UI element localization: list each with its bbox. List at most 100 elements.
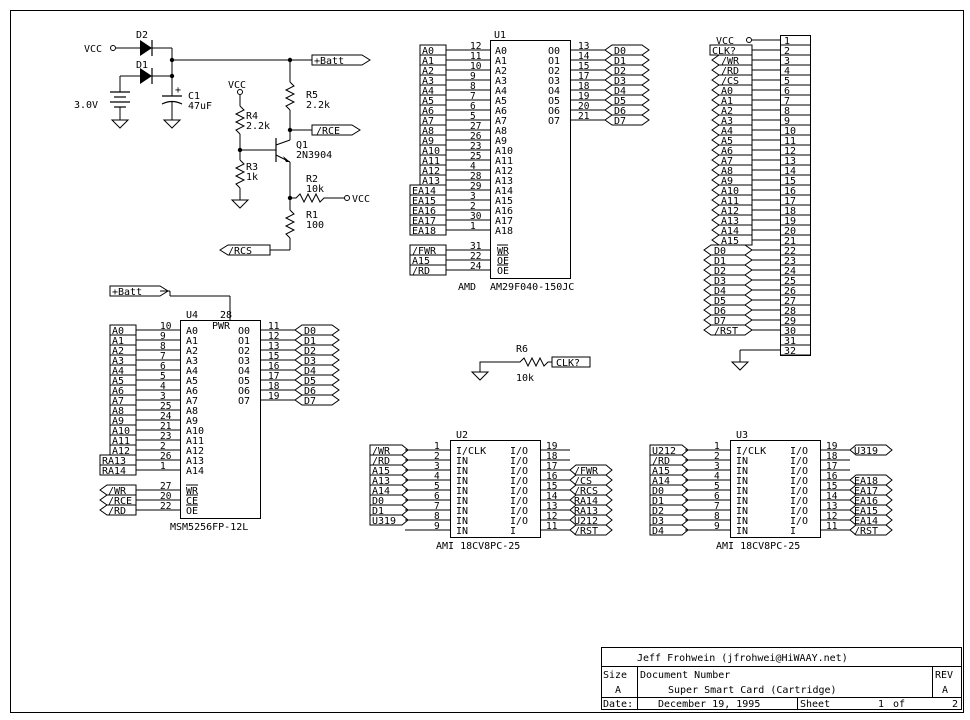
cartridge-connector: 1VCC2CLK?3/WR4/RD5/CS6A07A18A29A310A411A…: [703, 35, 811, 371]
u1-ctrl-name-0: WR: [497, 246, 510, 257]
u1-data-D7-flag: [604, 114, 650, 126]
r3-ref: R3: [246, 162, 258, 173]
conn-net-/WR: /WR: [721, 56, 740, 67]
u1-ctrl-pin-2: 24: [470, 261, 482, 272]
conn-net-A8-flag: [711, 164, 753, 176]
u1-net-A2: A2: [422, 66, 434, 77]
u3-net-left-2: A15: [652, 466, 670, 477]
conn-net-D3-flag: [703, 274, 753, 286]
u4-pin-left-14: 1: [160, 461, 166, 472]
u1-data-D5: D5: [614, 96, 626, 107]
u3-pin-left-2: 2: [714, 451, 720, 462]
u4-pin-left-9: 24: [160, 411, 172, 422]
u4-pin-left-1: 9: [160, 331, 166, 342]
u2-pin-right-17: 17: [546, 461, 557, 472]
conn-pin-19: 19: [784, 216, 796, 227]
u3-net-0-flag: [649, 444, 689, 456]
u1-pinname-right-6: O6: [548, 106, 560, 117]
u3-net-left-6: D2: [652, 506, 664, 517]
u1-pinname-right-4: O4: [548, 86, 560, 97]
r4-ref: R4: [246, 111, 258, 122]
u3-pinname-right-4: I/O: [790, 486, 808, 497]
u4-pin-right-1: 12: [268, 331, 279, 342]
u2-pin-left-5: 5: [434, 481, 440, 492]
title-sheet-value: 1: [878, 699, 884, 710]
u4-pin-right-3: 15: [268, 351, 279, 362]
u1-pinname-left-8: A8: [495, 126, 507, 137]
u3-pin-left-7: 7: [714, 501, 720, 512]
capacitor-c1: [161, 76, 183, 129]
u4-net-A3: A3: [112, 356, 124, 367]
u1-data-D0-flag: [604, 44, 650, 56]
u1-pin-left-0: 12: [470, 41, 481, 52]
u4-data-D4-flag: [294, 364, 340, 376]
u3-net-right-0: U319: [854, 446, 878, 457]
conn-net-D6-flag: [703, 304, 753, 316]
conn-pin-23: 23: [784, 256, 796, 267]
u1-data-D4: D4: [614, 86, 626, 97]
u1-pin-right-4: 18: [578, 81, 590, 92]
u4-data-D3-flag: [294, 354, 340, 366]
u4-net-A10: A10: [112, 426, 130, 437]
r5-value: 2.2k: [306, 100, 330, 111]
u2-net-2-flag: [369, 464, 409, 476]
u2-net-6-flag: [369, 504, 409, 516]
u4-net-RA14-box: [99, 464, 137, 476]
u4-data-D7-flag: [294, 394, 340, 406]
u1-pin-left-16: 2: [470, 201, 476, 212]
conn-net-A11: A11: [721, 196, 739, 207]
u2-net-left-3: A13: [372, 476, 390, 487]
u1-ctrl-name-2: OE: [497, 266, 509, 277]
u2-part: AMI 18CV8PC-25: [436, 541, 520, 552]
u3-net-right-6: EA15: [854, 506, 878, 517]
conn-pin-29: 29: [784, 316, 796, 327]
u4-data-D5-flag: [294, 374, 340, 386]
u3-pinname-right-3: I/O: [790, 476, 808, 487]
u3-pinname-left-4: IN: [736, 486, 748, 497]
u3-net-left-4: D0: [652, 486, 664, 497]
svg-text:/RCE: /RCE: [316, 126, 340, 137]
u3-pin-left-4: 4: [714, 471, 720, 482]
u3-net-left-0: U212: [652, 446, 676, 457]
u3-net-5-flag: [649, 494, 689, 506]
u4-pin-left-5: 5: [160, 371, 166, 382]
conn-net-A2-flag: [711, 104, 753, 116]
title-rev-label: REV: [935, 670, 953, 681]
u3-pin-right-17: 17: [826, 461, 837, 472]
svg-text:+Batt: +Batt: [112, 287, 142, 298]
conn-pin-15: 15: [784, 176, 796, 187]
svg-text:/RCS: /RCS: [228, 246, 252, 257]
resistor-r2: [290, 192, 344, 204]
conn-net-/CS: /CS: [721, 76, 739, 87]
u3-net-right-0-flag: [849, 444, 893, 456]
conn-net-/CS-flag: [711, 74, 753, 86]
u1-net-A4: A4: [422, 86, 434, 97]
conn-net-A13: A13: [721, 216, 739, 227]
ground-r6: [470, 371, 490, 381]
u2-net-left-0: /WR: [372, 446, 391, 457]
u1-ctrl-net-2: /RD: [412, 266, 430, 277]
u3-net-left-8: D4: [652, 526, 664, 537]
u4-batt-flag: +Batt: [109, 285, 169, 298]
u1-pinname-left-6: A6: [495, 106, 507, 117]
u4-data-D5: D5: [304, 376, 316, 387]
conn-net-A4: A4: [721, 126, 733, 137]
u2-pinname-right-8: I: [510, 526, 516, 537]
u1-pin-left-8: 27: [470, 121, 481, 132]
u2-net-1-flag: [369, 454, 409, 466]
u4-net-A0: A0: [112, 326, 124, 337]
u1-pinname-left-1: A1: [495, 56, 507, 67]
u3-pin-right-18: 18: [826, 451, 838, 462]
u3-net-7-flag: [649, 514, 689, 526]
transistor-q1: [275, 138, 291, 163]
u1-ctrl-net-1: A15: [412, 256, 430, 267]
u3-pin-right-12: 12: [826, 511, 837, 522]
u4-pin-left-6: 4: [160, 381, 166, 392]
title-rev-value: A: [942, 685, 948, 696]
u1-pin-left-6: 6: [470, 101, 476, 112]
u4-data-D6-flag: [294, 384, 340, 396]
u2-net-right-4: /RCS: [574, 486, 598, 497]
u4-net-RA14: RA14: [102, 466, 126, 477]
conn-net-D4: D4: [714, 286, 726, 297]
u1-data-D2: D2: [614, 66, 626, 77]
